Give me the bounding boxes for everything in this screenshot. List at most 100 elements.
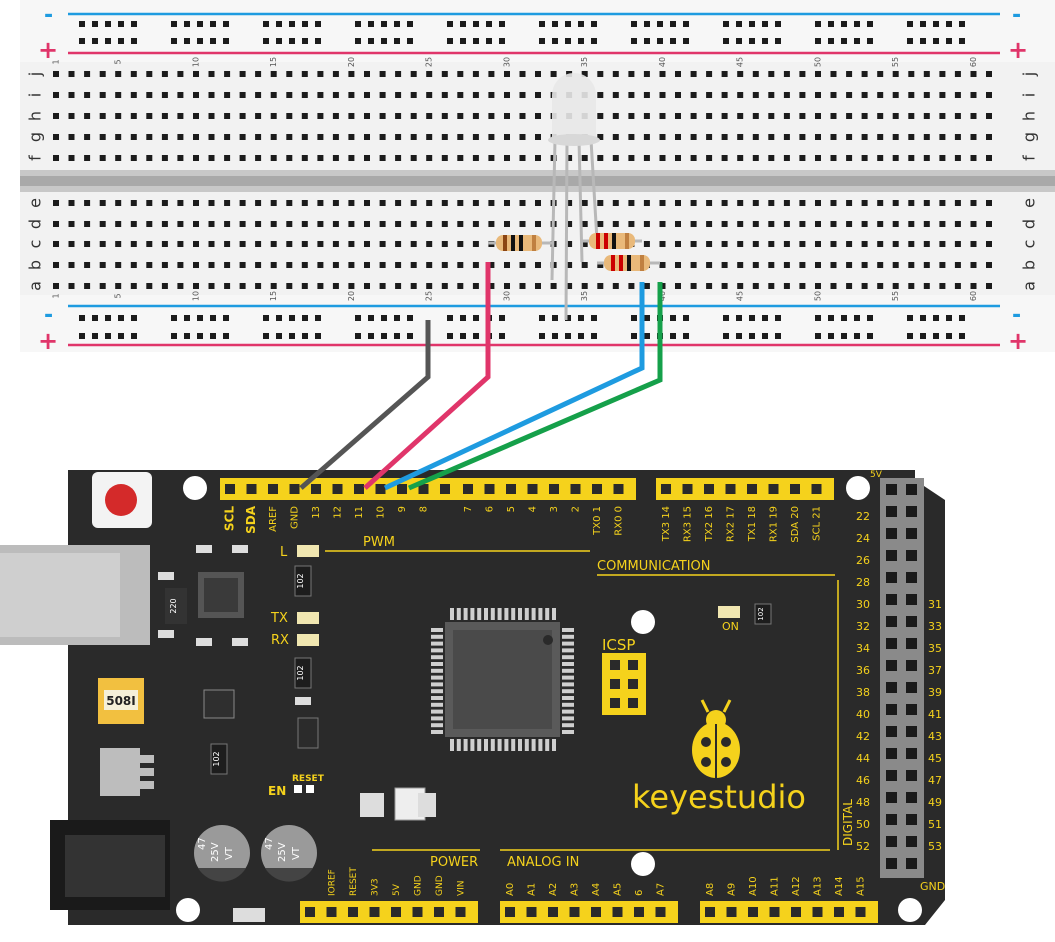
header-pin[interactable] xyxy=(434,907,444,917)
header-pin[interactable] xyxy=(906,726,917,737)
header-pin[interactable] xyxy=(886,528,897,539)
header-pin[interactable] xyxy=(463,484,473,494)
header-pin[interactable] xyxy=(906,748,917,759)
header-pin[interactable] xyxy=(768,484,779,494)
header-pin[interactable] xyxy=(886,814,897,825)
header-pin[interactable] xyxy=(440,484,450,494)
header-pin[interactable] xyxy=(886,550,897,561)
header-pin[interactable] xyxy=(326,907,337,917)
icsp-pin[interactable] xyxy=(610,679,620,689)
header-pin[interactable] xyxy=(886,726,897,737)
icsp-pin[interactable] xyxy=(628,698,638,708)
icsp-header[interactable] xyxy=(602,653,646,715)
header-pin[interactable] xyxy=(906,770,917,781)
header-pin[interactable] xyxy=(747,484,757,494)
header-pin[interactable] xyxy=(906,836,917,847)
header-pin[interactable] xyxy=(305,907,315,917)
header-pin[interactable] xyxy=(906,858,917,869)
header-pin[interactable] xyxy=(906,550,917,561)
header-pin[interactable] xyxy=(886,572,897,583)
header-pin[interactable] xyxy=(855,907,866,917)
header-pin[interactable] xyxy=(886,704,897,715)
header-pin[interactable] xyxy=(705,907,715,917)
header-pin[interactable] xyxy=(246,484,257,494)
header-pin[interactable] xyxy=(526,907,537,917)
header-digital-right[interactable] xyxy=(880,478,924,878)
header-pin[interactable] xyxy=(289,484,300,494)
header-pin[interactable] xyxy=(906,616,917,627)
header-pin[interactable] xyxy=(661,484,671,494)
header-pin[interactable] xyxy=(886,594,897,605)
header-pin[interactable] xyxy=(886,682,897,693)
header-pin[interactable] xyxy=(886,616,897,627)
header-pin[interactable] xyxy=(769,907,780,917)
header-pin[interactable] xyxy=(505,907,515,917)
header-pin[interactable] xyxy=(591,907,601,917)
header-pin[interactable] xyxy=(634,907,644,917)
header-pin[interactable] xyxy=(418,484,429,494)
reset-button[interactable] xyxy=(105,484,137,516)
header-pin[interactable] xyxy=(906,704,917,715)
header-pin[interactable] xyxy=(886,506,897,517)
header-pin[interactable] xyxy=(834,907,844,917)
header-pin[interactable] xyxy=(268,484,278,494)
header-pin[interactable] xyxy=(412,907,423,917)
icsp-pin[interactable] xyxy=(628,679,638,689)
header-pin[interactable] xyxy=(906,792,917,803)
header-pin[interactable] xyxy=(725,484,736,494)
header-pin[interactable] xyxy=(886,792,897,803)
header-pin[interactable] xyxy=(906,484,917,495)
header-pin[interactable] xyxy=(548,907,558,917)
header-pin[interactable] xyxy=(906,528,917,539)
header-pin[interactable] xyxy=(655,907,666,917)
header-pin[interactable] xyxy=(549,484,559,494)
header-pin[interactable] xyxy=(682,484,693,494)
header-pin[interactable] xyxy=(906,638,917,649)
header-pin[interactable] xyxy=(906,660,917,671)
header-digital-top-right[interactable] xyxy=(656,478,834,500)
header-pin[interactable] xyxy=(397,484,407,494)
header-pin[interactable] xyxy=(791,907,801,917)
icsp-pin[interactable] xyxy=(610,660,620,670)
header-pin[interactable] xyxy=(613,484,624,494)
header-digital-top-mid[interactable] xyxy=(458,478,636,500)
header-pin[interactable] xyxy=(886,660,897,671)
header-analog-left[interactable] xyxy=(500,901,678,923)
header-pin[interactable] xyxy=(391,907,401,917)
header-pin[interactable] xyxy=(790,484,800,494)
header-pin[interactable] xyxy=(225,484,235,494)
header-pin[interactable] xyxy=(369,907,380,917)
header-pin[interactable] xyxy=(906,814,917,825)
header-power[interactable] xyxy=(300,901,478,923)
header-pin[interactable] xyxy=(506,484,516,494)
header-pin[interactable] xyxy=(354,484,364,494)
header-pin[interactable] xyxy=(311,484,321,494)
header-pin[interactable] xyxy=(906,594,917,605)
header-pin[interactable] xyxy=(612,907,623,917)
icsp-pin[interactable] xyxy=(610,698,620,708)
header-pin[interactable] xyxy=(906,506,917,517)
header-pin[interactable] xyxy=(527,484,538,494)
header-pin[interactable] xyxy=(812,907,823,917)
header-pin[interactable] xyxy=(332,484,343,494)
header-pin[interactable] xyxy=(906,572,917,583)
header-pin[interactable] xyxy=(886,836,897,847)
header-pin[interactable] xyxy=(348,907,358,917)
header-pin[interactable] xyxy=(570,484,581,494)
header-pin[interactable] xyxy=(726,907,737,917)
header-pin[interactable] xyxy=(886,748,897,759)
header-pin[interactable] xyxy=(592,484,602,494)
icsp-pin[interactable] xyxy=(628,660,638,670)
header-pin[interactable] xyxy=(886,638,897,649)
header-pin[interactable] xyxy=(906,682,917,693)
header-pin[interactable] xyxy=(886,858,897,869)
header-pin[interactable] xyxy=(375,484,386,494)
header-pin[interactable] xyxy=(484,484,495,494)
header-pin[interactable] xyxy=(455,907,466,917)
header-pin[interactable] xyxy=(569,907,580,917)
header-pin[interactable] xyxy=(811,484,822,494)
header-pin[interactable] xyxy=(748,907,758,917)
header-analog-right[interactable] xyxy=(700,901,878,923)
header-pin[interactable] xyxy=(886,484,897,495)
header-pin[interactable] xyxy=(704,484,714,494)
